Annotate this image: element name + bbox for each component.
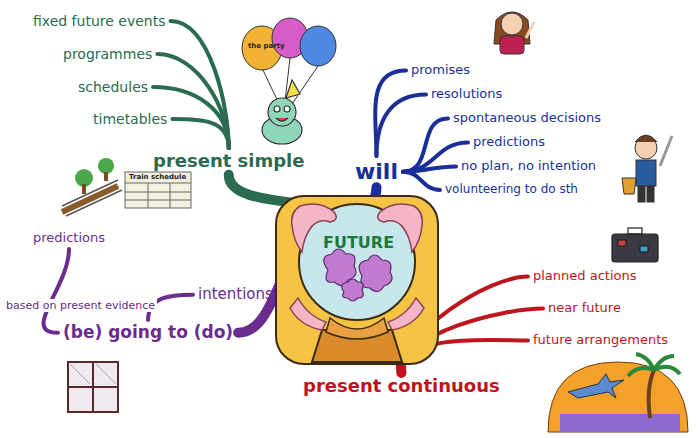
node-text: (be) going to (do) (63, 322, 233, 342)
balloon-text: the party (248, 42, 285, 50)
balloons (242, 18, 336, 110)
node-text: predictions (33, 230, 105, 245)
sub-branch (170, 21, 228, 148)
sub-branch (403, 166, 456, 171)
node-text: volunteering to do sth (445, 182, 578, 196)
branch-label: intentions (195, 285, 276, 304)
node-text: present continuous (303, 375, 500, 396)
sub-branch (157, 54, 228, 148)
sub-branch (44, 249, 69, 333)
branch-label: predictions (470, 134, 548, 151)
branch-label: planned actions (530, 268, 639, 285)
sub-branch (376, 94, 426, 156)
node-text: present simple (153, 150, 304, 171)
sub-branch (403, 142, 468, 171)
node-text: intentions (198, 285, 273, 303)
node-text: programmes (63, 46, 152, 62)
stand-rim (326, 318, 388, 339)
branch-label: predictions (30, 230, 108, 247)
branch-label: timetables (90, 110, 170, 128)
branch-label: volunteering to do sth (442, 182, 581, 198)
node-text: resolutions (431, 86, 502, 101)
suitcase (612, 228, 658, 262)
node-text: fixed future events (33, 13, 165, 29)
branch-label: programmes (60, 45, 155, 63)
sub-branch (172, 119, 228, 148)
branch-label: promises (408, 62, 473, 79)
branch-label: will (352, 158, 401, 185)
window-picture (68, 362, 118, 412)
center-title: FUTURE (320, 233, 397, 253)
node-text: timetables (93, 111, 167, 127)
party-bear (262, 80, 302, 144)
branch-label: present continuous (300, 375, 503, 398)
holiday-picture (548, 354, 688, 432)
train-track (62, 158, 122, 216)
boy-figure (622, 135, 672, 202)
table-heading: Train schedule (129, 173, 186, 181)
branch-label: near future (545, 300, 624, 317)
branch-label: present simple (150, 150, 307, 173)
branch-label: resolutions (428, 86, 505, 103)
node-text: promises (411, 62, 470, 77)
girl-figure (494, 12, 534, 54)
schedule-table (125, 172, 191, 208)
branch-label: schedules (75, 78, 151, 96)
branch-label: spontaneous decisions (450, 110, 604, 127)
node-text: spontaneous decisions (453, 110, 601, 125)
branch-note: based on present evidence (4, 299, 157, 312)
yellow-frame (276, 196, 438, 364)
node-text: planned actions (533, 268, 636, 283)
branch-label: fixed future events (30, 12, 168, 30)
node-text: near future (548, 300, 621, 315)
node-text: FUTURE (323, 233, 394, 252)
node-text: future arrangements (533, 332, 668, 347)
node-text: predictions (473, 134, 545, 149)
node-text: will (355, 159, 398, 184)
node-text: schedules (78, 79, 148, 95)
sub-branch (403, 172, 440, 190)
node-text: no plan, no intention (461, 158, 596, 173)
branch-label: (be) going to (do) (60, 322, 236, 344)
sub-branch (375, 70, 406, 156)
branch-label: future arrangements (530, 332, 671, 349)
flowers (324, 249, 392, 301)
hands (290, 204, 424, 330)
branch-label: no plan, no intention (458, 158, 599, 175)
